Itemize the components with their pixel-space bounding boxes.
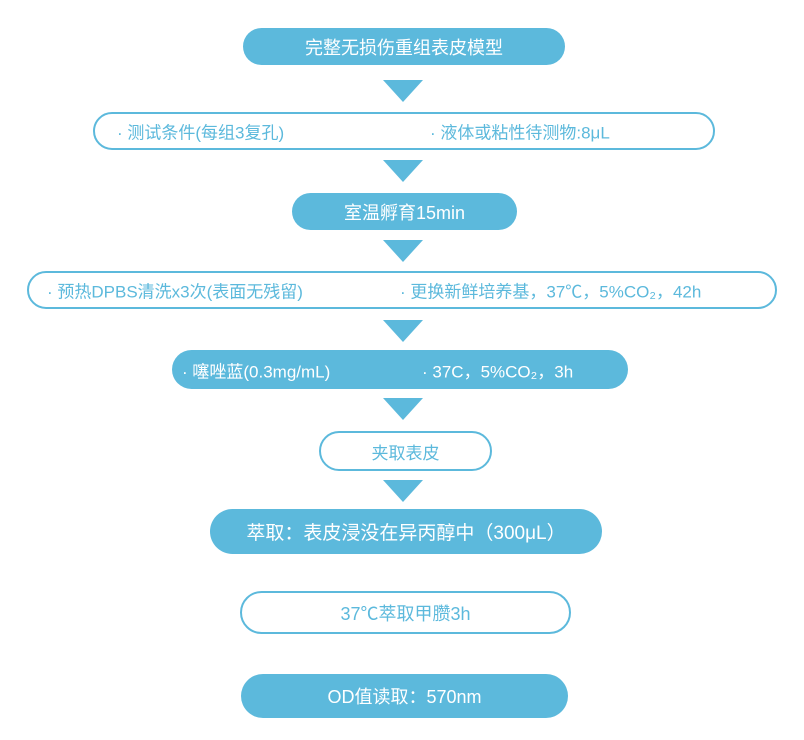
step-label: 37℃萃取甲臜3h xyxy=(340,603,471,624)
step-label: 萃取：表皮浸没在异丙醇中（300μL） xyxy=(246,523,566,544)
step-box-od-reading: OD值读取：570nm xyxy=(241,674,568,718)
step-label: 夹取表皮 xyxy=(371,443,440,463)
step-box-pick-epidermis: 夹取表皮 xyxy=(319,431,492,471)
down-arrow-icon xyxy=(383,240,423,262)
step-box-mtt: · 噻唑蓝(0.3mg/mL) · 37C，5%CO₂，3h xyxy=(172,350,628,389)
bullet-item: · 噻唑蓝(0.3mg/mL) xyxy=(182,362,331,381)
bullet-item: · 37C，5%CO₂，3h xyxy=(422,362,574,381)
bullet-item: · 更换新鲜培养基，37℃，5%CO₂，42h xyxy=(400,282,702,302)
bullet-item: · 测试条件(每组3复孔) xyxy=(117,123,285,143)
step-box-model: 完整无损伤重组表皮模型 xyxy=(243,28,565,65)
step-box-test-conditions: · 测试条件(每组3复孔) · 液体或粘性待测物:8μL xyxy=(93,112,715,150)
step-box-extraction: 萃取：表皮浸没在异丙醇中（300μL） xyxy=(210,509,602,554)
down-arrow-icon xyxy=(383,480,423,502)
step-label: 室温孵育15min xyxy=(343,202,466,223)
down-arrow-icon xyxy=(383,398,423,420)
step-box-extract-formazan: 37℃萃取甲臜3h xyxy=(240,591,571,634)
down-arrow-icon xyxy=(383,160,423,182)
down-arrow-icon xyxy=(383,320,423,342)
bullet-item: · 液体或粘性待测物:8μL xyxy=(430,123,610,143)
step-box-wash-medium: · 预热DPBS清洗x3次(表面无残留) · 更换新鲜培养基，37℃，5%CO₂… xyxy=(27,271,777,309)
step-box-incubation: 室温孵育15min xyxy=(292,193,517,230)
down-arrow-icon xyxy=(383,80,423,102)
bullet-item: · 预热DPBS清洗x3次(表面无残留) xyxy=(47,282,303,302)
step-label: 完整无损伤重组表皮模型 xyxy=(305,37,503,58)
step-label: OD值读取：570nm xyxy=(327,687,482,707)
